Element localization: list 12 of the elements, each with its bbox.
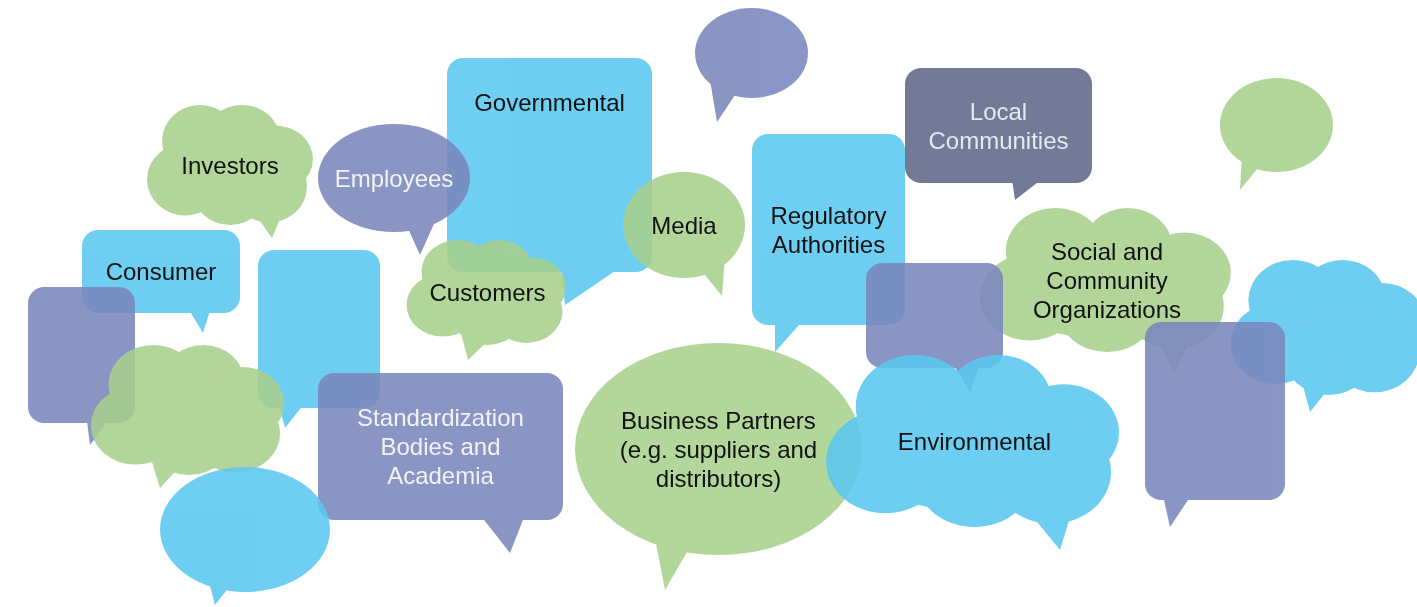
bubble-label: Customers [429, 278, 546, 307]
bubble-label: Social and Community Organizations [1031, 236, 1183, 324]
bubble-label: Local Communities [927, 96, 1070, 155]
bubble-label: Consumer [105, 257, 217, 286]
bubble-label: Investors [181, 150, 279, 180]
bubble-label: Governmental [474, 88, 625, 117]
bubble-label: Employees [334, 163, 454, 193]
bubble-label: Regulatory Authorities [769, 200, 888, 259]
bubble-label: Business Partners (e.g. suppliers and distributors) [618, 405, 819, 493]
bubble-label: Standardization Bodies and Academia [356, 403, 525, 490]
bubble-label: Environmental [897, 426, 1052, 456]
bubble-label: Media [651, 210, 717, 240]
